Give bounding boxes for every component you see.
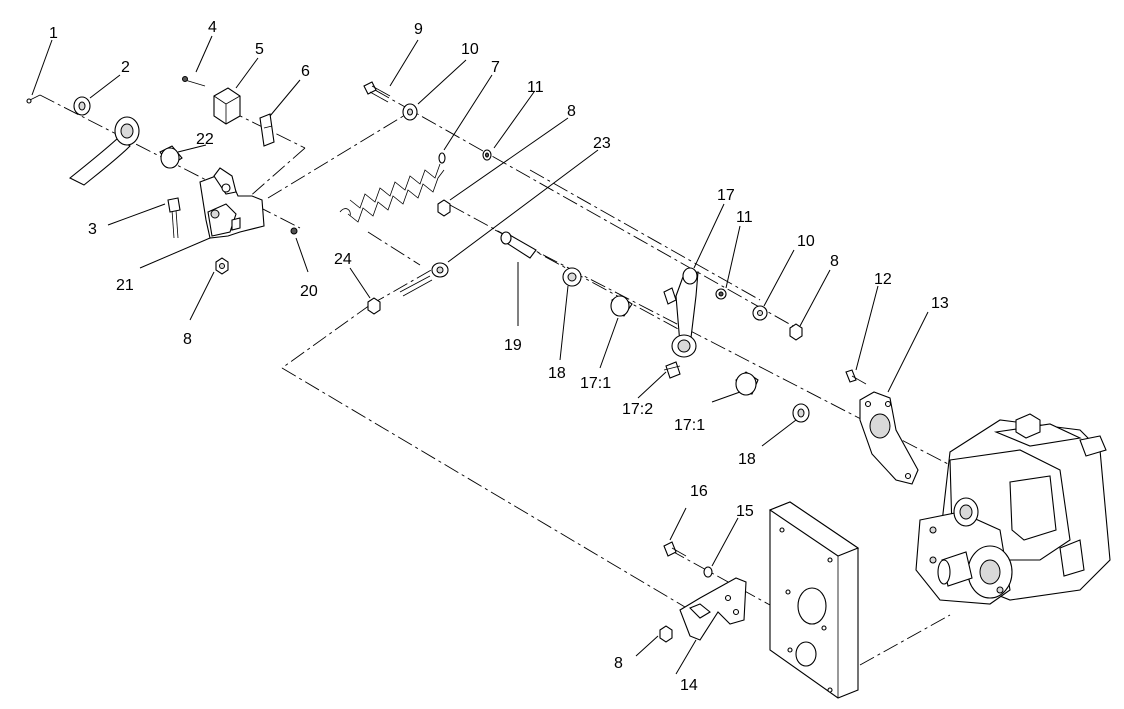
part-16-screw (663, 541, 687, 557)
part-12-bolt (845, 369, 867, 385)
callout-14: 14 (680, 677, 698, 694)
callout-23: 23 (593, 135, 611, 152)
part-23-rod-end (399, 262, 449, 297)
part-mounting-plate (768, 501, 860, 699)
callout-21: 21 (116, 277, 134, 294)
part-18-washer-right (792, 403, 810, 423)
callout-17-2: 17:2 (622, 401, 653, 418)
part-17-1-bushing-right (735, 371, 759, 396)
part-15-washer (703, 566, 713, 578)
part-hydrostat-pump (915, 413, 1111, 605)
part-3-bolt (167, 197, 181, 239)
part-18-washer-left (562, 267, 582, 287)
part-lever-arm (68, 116, 140, 186)
callout-2: 2 (121, 59, 130, 76)
callout-24: 24 (334, 251, 352, 268)
callout-17-1-left: 17:1 (580, 375, 611, 392)
callout-19: 19 (504, 337, 522, 354)
part-2-washer (73, 96, 91, 116)
callout-3: 3 (88, 221, 97, 238)
callout-8-mid: 8 (567, 103, 576, 120)
part-1-cotter-pin (26, 94, 41, 104)
part-4-screw (182, 76, 206, 87)
part-10-washer-right (752, 305, 768, 321)
part-17-lever (663, 267, 699, 358)
callout-5: 5 (255, 41, 264, 58)
part-11-lockwasher-right (715, 288, 727, 300)
leader-lines (31, 35, 929, 675)
part-9-bolt (363, 81, 391, 103)
callout-13: 13 (931, 295, 949, 312)
callout-12: 12 (874, 271, 892, 288)
part-7-spring (339, 152, 446, 223)
callout-22: 22 (196, 131, 214, 148)
callout-labels: 1 2 3 4 5 6 7 22 21 8 20 9 10 11 8 23 24… (49, 19, 949, 694)
callout-17: 17 (717, 187, 735, 204)
callout-9: 9 (414, 21, 423, 38)
callout-8-left: 8 (183, 331, 192, 348)
part-11-lockwasher-top (482, 149, 492, 161)
callout-10-right: 10 (797, 233, 815, 250)
part-22-bushing (159, 145, 183, 169)
callout-7: 7 (491, 59, 500, 76)
part-8-nut-left (215, 257, 229, 275)
part-24-nut (367, 297, 381, 315)
part-8-nut-mid (437, 199, 451, 217)
part-13-gasket-plate (859, 391, 919, 485)
callout-6: 6 (301, 63, 310, 80)
callout-11-right: 11 (736, 209, 753, 226)
callout-8-bottom: 8 (614, 655, 623, 672)
part-17-2-fitting (663, 361, 681, 379)
part-20-nut (290, 227, 298, 235)
part-10-washer-top (402, 103, 418, 121)
part-5-block (213, 87, 241, 125)
callout-10-top: 10 (461, 41, 479, 58)
part-19-pin (500, 231, 537, 259)
part-8-nut-bottom (659, 625, 673, 643)
part-21-control-bracket (199, 167, 265, 239)
callout-16: 16 (690, 483, 708, 500)
callout-11-top: 11 (527, 79, 544, 96)
callout-1: 1 (49, 25, 58, 42)
callout-18-right: 18 (738, 451, 756, 468)
part-17-1-bushing-left (610, 295, 633, 317)
callout-18-left: 18 (548, 365, 566, 382)
part-8-nut-right (789, 323, 803, 341)
part-6-plate (259, 113, 275, 147)
callout-17-1-right: 17:1 (674, 417, 705, 434)
callout-4: 4 (208, 19, 217, 36)
callout-8-right: 8 (830, 253, 839, 270)
part-14-bracket (679, 577, 747, 641)
callout-15: 15 (736, 503, 754, 520)
callout-20: 20 (300, 283, 318, 300)
